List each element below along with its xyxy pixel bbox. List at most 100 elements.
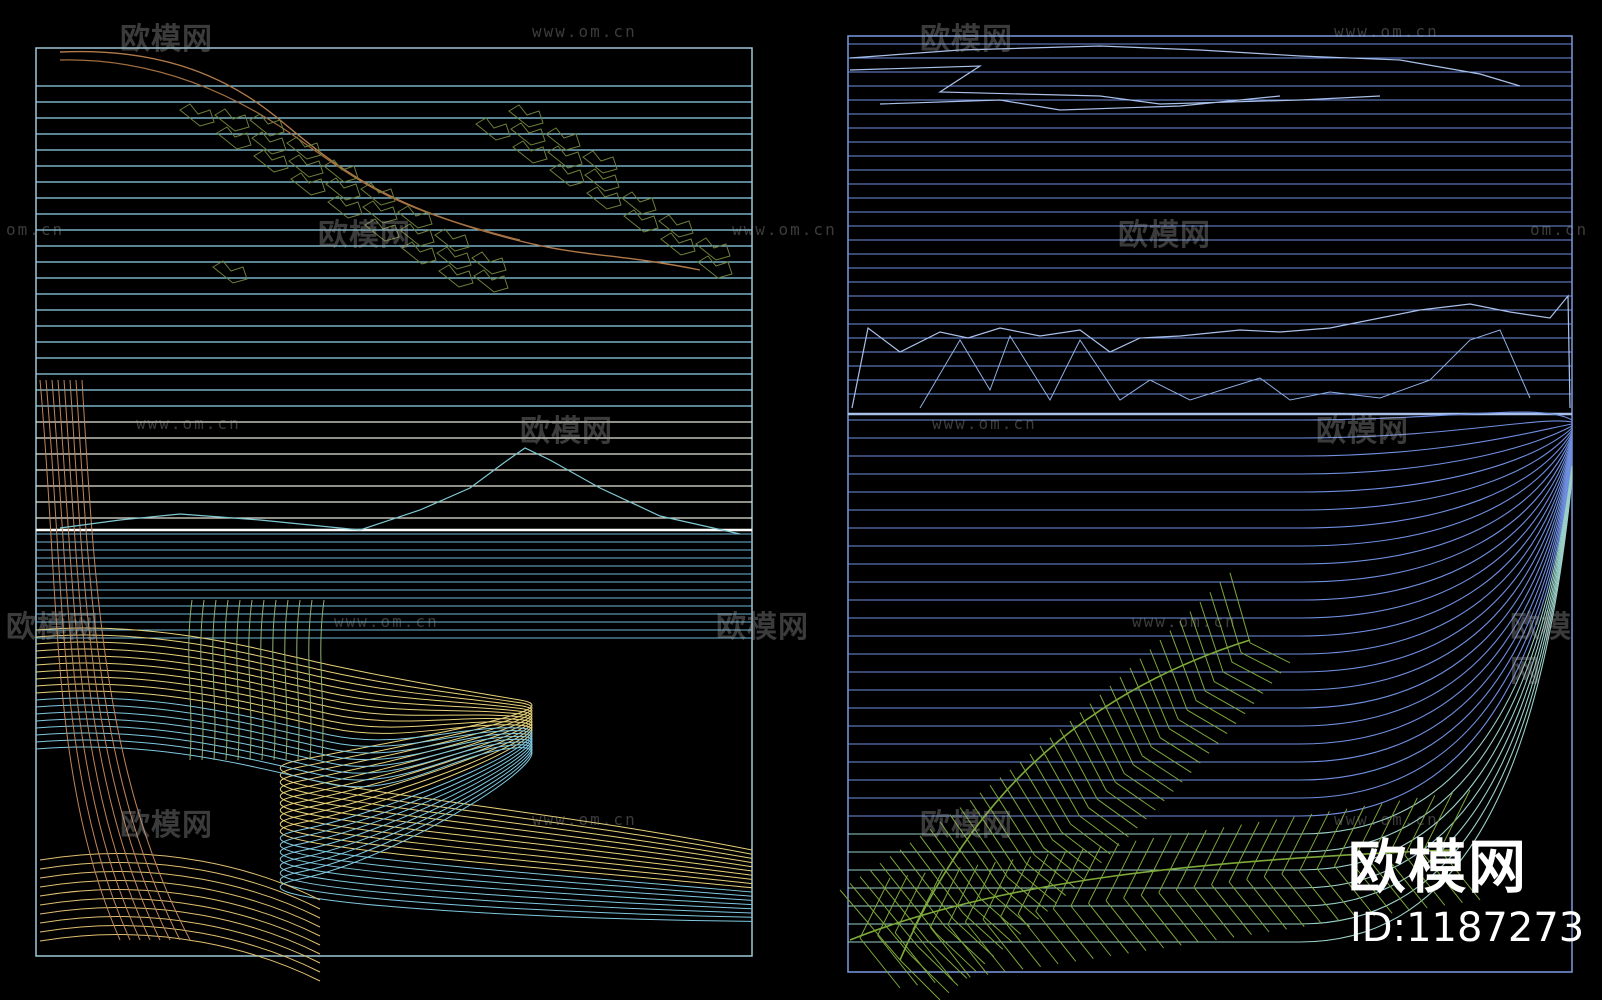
palm-frond xyxy=(1228,881,1270,933)
palm-frond xyxy=(917,946,959,986)
watermark-logo: 欧模网 xyxy=(920,22,1013,57)
sea-line xyxy=(848,425,1573,475)
shore-line xyxy=(35,718,753,906)
palm-frond xyxy=(1029,753,1071,825)
palm-frond xyxy=(1000,856,1032,917)
palm-frond xyxy=(1158,832,1190,893)
shore-line xyxy=(35,732,753,914)
shore-line xyxy=(35,725,753,910)
tree-foliage xyxy=(216,126,252,150)
palm-frond xyxy=(999,777,1045,848)
sea-line xyxy=(848,437,1573,583)
left-shore-lines xyxy=(35,627,753,982)
palm-frond xyxy=(1052,839,1093,872)
shore-line xyxy=(39,880,321,928)
palm-frond xyxy=(877,935,918,986)
shore-line xyxy=(35,697,753,893)
tree-foliage xyxy=(325,177,361,201)
palm-frond xyxy=(1422,852,1463,903)
tree-foliage xyxy=(621,191,657,215)
sea-line xyxy=(848,447,1573,673)
palm-frond xyxy=(1179,620,1206,692)
tree-foliage xyxy=(471,251,507,275)
palm-frond xyxy=(1169,630,1197,701)
palm-frond xyxy=(1088,843,1119,904)
grass-blade xyxy=(248,599,253,761)
palm-frond xyxy=(1105,900,1147,951)
palm-frond xyxy=(982,919,1024,970)
tree-branch xyxy=(59,50,701,271)
tree-foliage xyxy=(179,103,215,127)
sea-line xyxy=(848,471,1573,889)
sea-line xyxy=(848,473,1573,907)
shore-line xyxy=(39,862,321,910)
grass-blade xyxy=(188,599,193,761)
sea-line xyxy=(848,439,1573,601)
palm-frond xyxy=(1204,690,1246,715)
grass-blade xyxy=(260,599,265,761)
tree-foliage xyxy=(364,218,400,242)
palm-frond xyxy=(1404,795,1436,856)
tree-trunk xyxy=(51,379,141,941)
sea-line xyxy=(848,463,1573,817)
palm-frond xyxy=(949,814,1000,886)
palm-frond xyxy=(1123,897,1165,949)
sea-line xyxy=(848,451,1573,709)
sea-line xyxy=(848,423,1573,457)
palm-frond xyxy=(962,912,1004,950)
palm-frond xyxy=(947,924,989,975)
sea-line xyxy=(848,427,1573,493)
palm-frond xyxy=(1099,694,1134,766)
palm-frond xyxy=(1140,835,1172,896)
tree-foliage xyxy=(323,159,359,183)
sea-line xyxy=(848,441,1573,619)
palm-frond xyxy=(1299,871,1340,922)
palm-frond xyxy=(1159,639,1188,711)
palm-frond xyxy=(1124,773,1165,802)
palm-frond xyxy=(1139,658,1170,729)
watermark-logo: 欧模网 xyxy=(1316,414,1409,449)
tree-foliage xyxy=(249,113,285,137)
watermark-logo: 欧模网 xyxy=(716,610,809,645)
palm-frond xyxy=(1052,908,1094,959)
palm-frond xyxy=(1421,792,1453,853)
sea-line xyxy=(848,465,1573,835)
sea-line xyxy=(848,467,1573,853)
right-panel-frame xyxy=(847,35,1573,973)
left-sea-lines xyxy=(36,528,752,639)
palm-rib xyxy=(849,849,1451,941)
palm-frond xyxy=(971,905,1013,943)
palm-frond xyxy=(1019,761,1062,833)
sea-line xyxy=(848,429,1573,511)
palm-frond xyxy=(959,807,1009,878)
palm-frond xyxy=(1263,876,1305,927)
palm-frond xyxy=(894,872,926,933)
palm-frond xyxy=(1035,911,1077,962)
palm-frond xyxy=(1211,884,1252,935)
palm-frond xyxy=(1334,865,1375,917)
tree-foliage xyxy=(290,172,326,196)
right-clouds xyxy=(849,45,1521,111)
palm-frond xyxy=(935,932,977,972)
palm-frond xyxy=(1158,892,1200,943)
brand-id-text: ID:1187273 xyxy=(1350,905,1585,951)
palm-frond xyxy=(965,861,996,923)
palm-frond xyxy=(939,821,991,893)
palm-frond xyxy=(859,937,901,989)
tree-foliage xyxy=(214,108,250,132)
tree-foliage xyxy=(327,195,363,219)
palm-frond xyxy=(1386,797,1418,859)
palm-frond xyxy=(1089,703,1125,774)
shore-line xyxy=(35,690,753,889)
grass-blade xyxy=(308,599,313,761)
tree-foliage xyxy=(212,260,248,284)
shore-line xyxy=(39,907,321,955)
palm-frond xyxy=(1240,652,1282,674)
palm-frond xyxy=(1246,879,1288,930)
shore-line xyxy=(39,934,321,982)
grass-blade xyxy=(296,599,301,761)
palm-frond xyxy=(859,877,891,939)
palm-frond xyxy=(894,932,936,983)
tree-trunk xyxy=(63,379,161,941)
